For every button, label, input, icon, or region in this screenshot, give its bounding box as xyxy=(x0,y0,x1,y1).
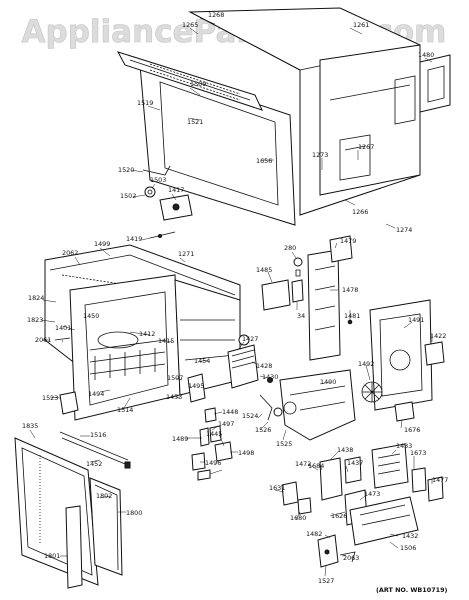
part-label: 1496 xyxy=(205,459,221,467)
part-label: 1631 xyxy=(269,484,285,492)
fan-assembly xyxy=(261,235,353,361)
part-label: 1802 xyxy=(96,492,112,500)
part-label: 1453 xyxy=(166,393,182,401)
part-label: 1521 xyxy=(187,118,203,126)
part-label: 1481 xyxy=(344,312,360,320)
part-label: 1680 xyxy=(290,514,306,522)
oven-cavity xyxy=(44,244,241,421)
part-label: 1491 xyxy=(408,316,424,324)
part-label: 1509 xyxy=(190,80,206,88)
part-label: 1422 xyxy=(430,332,446,340)
part-label: 1507 xyxy=(167,374,183,382)
stirrer-fan xyxy=(361,381,383,403)
part-label: 1419 xyxy=(126,235,142,243)
part-label: 1273 xyxy=(312,151,328,159)
control-components xyxy=(281,443,444,568)
part-label: 1801 xyxy=(44,552,60,560)
front-frame xyxy=(116,51,296,226)
part-label: 1271 xyxy=(178,250,194,258)
part-label: 1438 xyxy=(337,446,353,454)
back-plate xyxy=(419,54,451,113)
part-label: 1432 xyxy=(402,532,418,540)
door-assembly xyxy=(14,431,131,589)
control-side-panel xyxy=(347,299,445,411)
part-label: 1427 xyxy=(242,335,258,343)
part-label: 1401 xyxy=(55,324,71,332)
part-label: 1472 xyxy=(295,460,311,468)
part-label: 1261 xyxy=(353,21,369,29)
magnetron xyxy=(227,334,273,389)
part-label: 1526 xyxy=(255,426,271,434)
part-label: 1267 xyxy=(358,143,374,151)
part-label: 1445 xyxy=(206,430,222,438)
part-label: 34 xyxy=(297,312,305,320)
part-label: 1478 xyxy=(342,286,358,294)
part-label: 1527 xyxy=(318,577,334,585)
part-label: 1497 xyxy=(218,420,234,428)
part-label: 1479 xyxy=(340,237,356,245)
part-label: 1448 xyxy=(222,408,238,416)
part-label: 280 xyxy=(284,244,296,252)
part-label: 1473 xyxy=(364,490,380,498)
part-label: 1823 xyxy=(27,316,43,324)
part-label: 1492 xyxy=(358,360,374,368)
part-label: 1800 xyxy=(126,509,142,517)
part-label: 1835 xyxy=(22,422,38,430)
outer-cabinet xyxy=(188,7,421,216)
leader-lines xyxy=(29,17,433,577)
part-label: 1503 xyxy=(150,176,166,184)
part-label: 2061 xyxy=(35,336,51,344)
part-label: 1495 xyxy=(188,382,204,390)
part-label: 1417 xyxy=(168,186,184,194)
part-label: 1490 xyxy=(320,378,336,386)
part-label: 1415 xyxy=(158,337,174,345)
part-label: 1499 xyxy=(94,240,110,248)
part-label: 1520 xyxy=(118,166,134,174)
part-label: 1523 xyxy=(42,394,58,402)
part-label: 2063 xyxy=(343,554,359,562)
part-label: 1524 xyxy=(242,412,258,420)
part-label: 1437 xyxy=(347,459,363,467)
part-label: 1494 xyxy=(88,390,104,398)
part-label: 1268 xyxy=(208,11,224,19)
part-label: 1626 xyxy=(331,512,347,520)
part-label: 1525 xyxy=(276,440,292,448)
part-label: 1480 xyxy=(418,51,434,59)
part-label: 1485 xyxy=(256,266,272,274)
art-number: (ART NO. WB10719) xyxy=(376,586,448,594)
part-label: 1656 xyxy=(256,157,272,165)
part-label: 1824 xyxy=(28,294,44,302)
part-label: 1514 xyxy=(117,406,133,414)
part-label: 1673 xyxy=(410,449,426,457)
part-label: 1519 xyxy=(137,99,153,107)
part-label: 1454 xyxy=(194,357,210,365)
part-label: 1516 xyxy=(90,431,106,439)
part-label: 1450 xyxy=(83,312,99,320)
part-label: 1477 xyxy=(432,476,448,484)
small-parts-upper xyxy=(142,165,193,239)
part-label: 1502 xyxy=(120,192,136,200)
part-label: 1274 xyxy=(396,226,412,234)
part-label: 1684 xyxy=(308,462,324,470)
small-parts-center xyxy=(187,373,415,481)
part-label: 1428 xyxy=(256,362,272,370)
waveguide xyxy=(279,369,356,441)
part-label: 1489 xyxy=(172,435,188,443)
part-label: 2062 xyxy=(62,249,78,257)
part-label: 1676 xyxy=(404,426,420,434)
part-label: 1506 xyxy=(400,544,416,552)
part-label: 1433 xyxy=(396,442,412,450)
part-label: 1430 xyxy=(262,373,278,381)
part-labels: 1268 1265 1261 1480 1509 1519 1521 1656 … xyxy=(22,11,448,585)
part-label: 1498 xyxy=(238,449,254,457)
part-label: 1482 xyxy=(306,530,322,538)
part-label: 1266 xyxy=(352,208,368,216)
part-label: 1452 xyxy=(86,460,102,468)
part-label: 1412 xyxy=(139,330,155,338)
part-label: 1265 xyxy=(182,21,198,29)
